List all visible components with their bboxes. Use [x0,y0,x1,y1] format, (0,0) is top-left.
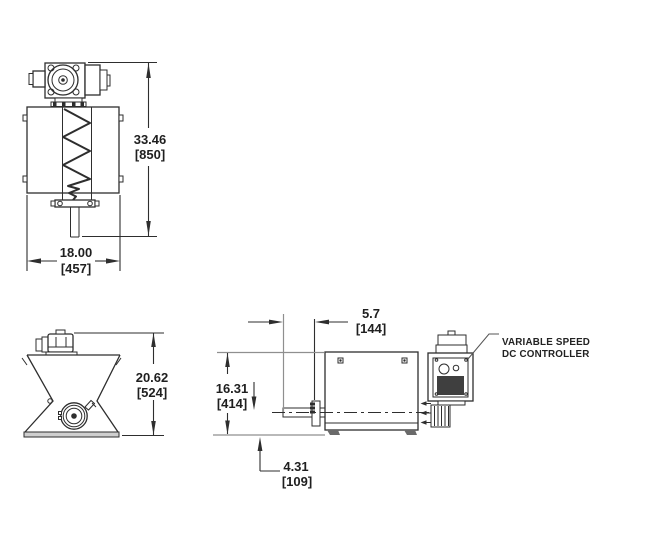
finned-motor [430,404,451,428]
gearmotor-side [35,329,78,356]
right-foot [404,430,417,435]
dim-centerline-height: 4.31 [109] [251,382,312,489]
dim-width-front-mm: [457] [61,261,91,276]
dim-height-side-mm: [524] [137,385,167,400]
dim-height-drive-in: 16.31 [216,381,249,396]
discharge-tube-side [282,400,325,427]
hopper-side-view: 20.62 [524] [21,329,169,438]
controller-label-line2: DC CONTROLLER [502,349,590,360]
dim-tube-extension: 5.7 [144] [248,306,386,412]
drive-side-view: VARIABLE SPEED DC CONTROLLER 5.7 [144] 1… [213,306,590,489]
dim-height-front: 33.46 [850] [82,61,167,238]
controller-label-line1: VARIABLE SPEED [502,337,590,348]
hopper-side-outline [21,354,122,438]
dim-height-front-mm: [850] [135,147,165,162]
left-foot [327,430,340,435]
dim-centerline-mm: [109] [282,474,312,489]
discharge-tube-end [58,399,97,430]
dim-width-front-in: 18.00 [60,245,93,260]
dim-height-side-in: 20.62 [136,370,169,385]
dim-width-front: 18.00 [457] [26,195,121,276]
dim-height-side: 20.62 [524] [74,332,169,437]
dim-height-front-in: 33.46 [134,132,167,147]
dim-tube-in: 5.7 [362,306,380,321]
discharge-flange-front [50,199,100,238]
gearmotor-front [28,62,111,107]
hopper-front [22,106,124,194]
dc-controller [420,330,474,428]
dim-tube-mm: [144] [356,321,386,336]
controller-switch-panel [437,376,464,395]
drive-body [324,351,419,435]
dim-height-drive: 16.31 [414] [213,351,325,436]
wire-connectors [420,401,431,425]
controller-callout: VARIABLE SPEED DC CONTROLLER [467,333,590,360]
auger-screw [62,107,92,201]
dim-height-drive-mm: [414] [217,396,247,411]
dim-centerline-in: 4.31 [283,459,308,474]
front-view: 33.46 [850] 18.00 [457] [22,61,167,276]
